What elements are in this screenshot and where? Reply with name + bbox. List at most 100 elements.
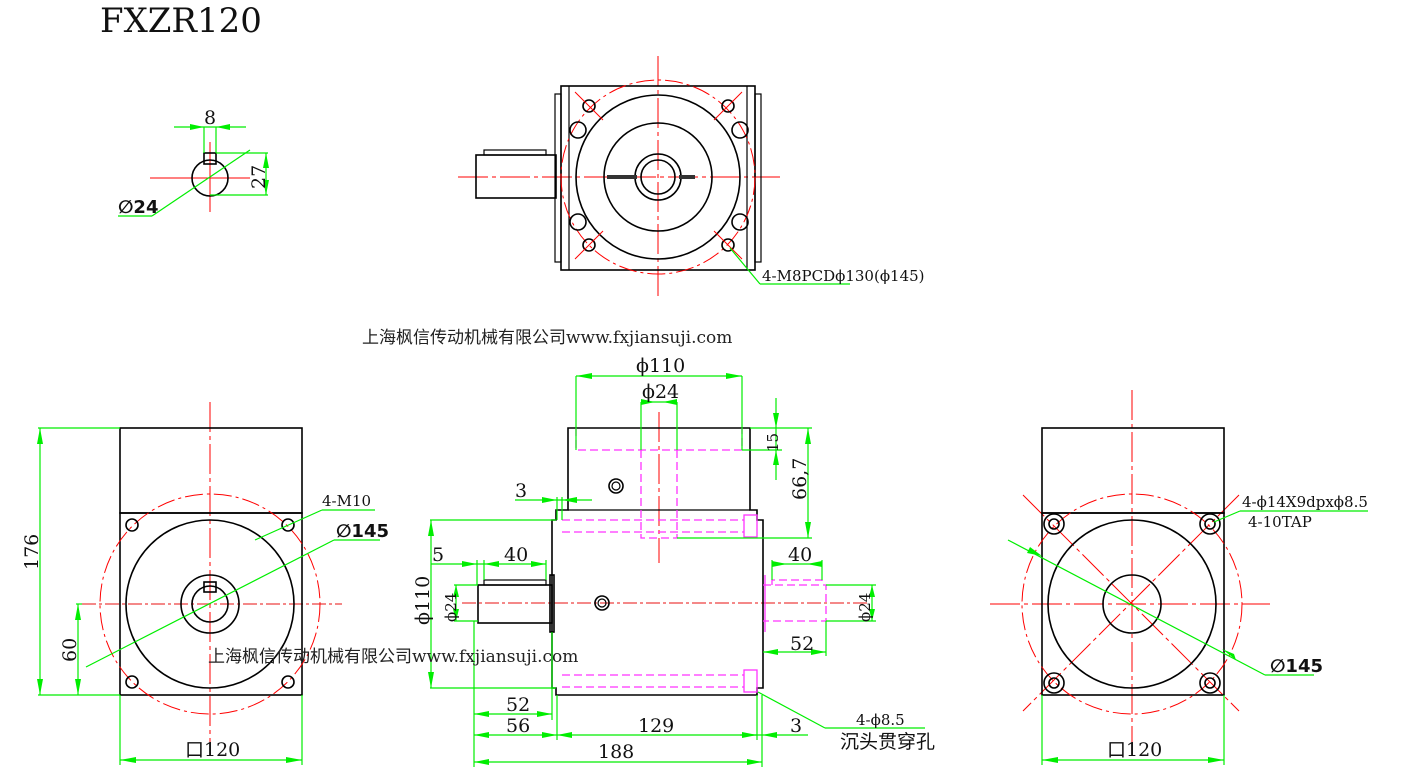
arrow [542, 732, 557, 738]
bolt-hole [125, 518, 139, 532]
tap-note: 4-10TAP [1248, 513, 1312, 531]
key-detail-view: 8 27 ∅24 [118, 107, 270, 218]
gap-bottom-label: 3 [790, 715, 802, 737]
shaft-left-diameter-label: ϕ24 [442, 593, 460, 622]
bolt-hole [731, 121, 749, 139]
arrow [428, 672, 434, 688]
arrow [537, 711, 552, 717]
leader [1007, 539, 1266, 676]
shaft-section [191, 159, 229, 197]
arrow [37, 679, 43, 695]
arrow [869, 585, 875, 597]
arrow [474, 732, 489, 738]
arrow [772, 561, 787, 567]
key [203, 581, 217, 593]
arrow [1042, 757, 1058, 763]
bolt-hole [281, 675, 295, 689]
arrow [263, 153, 269, 168]
hole-desc: 沉头贯穿孔 [840, 731, 935, 753]
arrow [474, 711, 489, 717]
top-view: 4-M8PCDϕ130(ϕ145) [458, 56, 925, 300]
bore-circle [191, 585, 229, 623]
flange-square [119, 512, 303, 696]
total-len-label: 188 [598, 741, 634, 763]
key-width-label: 8 [204, 107, 216, 129]
tap-note: 4-M10 [322, 492, 371, 510]
hole [1204, 518, 1216, 530]
leader [254, 509, 323, 541]
bolt-hole [731, 213, 749, 231]
pcd-circle [560, 79, 756, 275]
counterbore-holes [1043, 513, 1221, 694]
hidden-counterbore [743, 514, 758, 538]
arrow [120, 757, 136, 763]
depth-15-label: 15 [764, 433, 782, 452]
bolt-hole [569, 213, 587, 231]
plug-outer [594, 595, 610, 611]
arrow [805, 522, 811, 538]
depth-66-label: 66,7 [789, 458, 811, 500]
arrow [75, 604, 81, 620]
counterbore [1199, 513, 1221, 535]
arrow [773, 413, 779, 428]
arrow [869, 609, 875, 621]
leader [151, 149, 251, 217]
plug-inner [597, 598, 607, 608]
arrow [453, 585, 459, 597]
arrow [663, 399, 677, 405]
bolt-holes [569, 91, 749, 260]
arrow [726, 373, 742, 379]
bolt-hole [721, 99, 735, 113]
bolt-hole [582, 99, 596, 113]
shaft-diameter-label: ∅24 [118, 197, 158, 218]
counterbore-note: 4-ϕ14X9dpxϕ8.5 [1242, 493, 1368, 511]
arrow [453, 609, 459, 621]
pcd-label: ∅145 [336, 521, 389, 542]
arrow [557, 732, 572, 738]
arrow [263, 180, 269, 195]
hole-mark [713, 91, 743, 121]
front-view: ϕ110 ϕ24 15 66,7 3 ϕ110 [412, 355, 935, 767]
bolt-hole [721, 238, 735, 252]
right-view: 4-ϕ14X9dpxϕ8.5 4-10TAP ∅145 口120 [990, 390, 1368, 765]
plug-inner [611, 481, 621, 491]
square-label: 口120 [185, 739, 240, 761]
hub-circle [603, 122, 713, 232]
keyway-right [679, 175, 695, 179]
hole-note: 4-ϕ8.5 [856, 711, 905, 729]
key-len-left-label: 40 [504, 544, 528, 566]
arrow [484, 561, 499, 567]
arrow [807, 561, 822, 567]
arrow [763, 649, 778, 655]
arrow [37, 428, 43, 444]
flange-circle [125, 519, 295, 689]
pcd-label: ∅145 [1270, 656, 1323, 677]
hole [1204, 677, 1216, 689]
watermark-top: 上海枫信传动机械有限公司www.fxjiansuji.com [362, 328, 732, 348]
arrow [190, 124, 204, 130]
shaft-right-len-label: 52 [790, 633, 814, 655]
bore-diameter-label: ϕ110 [636, 355, 685, 377]
arrow [747, 759, 762, 765]
arrow [641, 399, 655, 405]
square-label: 口120 [1107, 739, 1162, 761]
hole-mark [574, 230, 604, 260]
offset-5-label: 5 [432, 544, 444, 566]
shaft-key [483, 579, 547, 586]
flange-circle [1047, 519, 1217, 689]
arrow [773, 450, 779, 465]
housing-outline [551, 427, 764, 696]
hidden-counterbore [743, 669, 758, 693]
arrow [805, 428, 811, 444]
height-label: 176 [21, 534, 43, 570]
hidden-key [771, 579, 823, 585]
drawing-title: FXZR120 [100, 1, 262, 41]
bolt-hole [125, 675, 139, 689]
bore-inner [640, 159, 676, 195]
input-shaft [477, 584, 553, 624]
key [203, 152, 217, 165]
arrow [762, 732, 777, 738]
hidden-shaft-bore [640, 450, 678, 539]
left-view: 176 60 4-M10 ∅145 口120 [21, 402, 389, 765]
